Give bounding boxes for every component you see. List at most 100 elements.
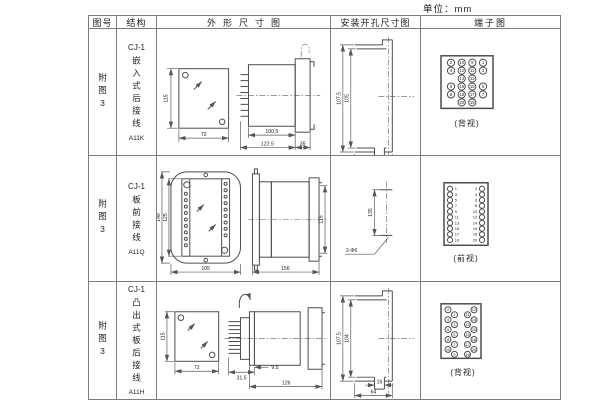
terminal-number: 9	[453, 353, 455, 357]
terminal-number: 16	[472, 328, 476, 332]
terminal-circle	[446, 58, 456, 67]
mounting-drawing-a11h: 107.5 104 16 64	[336, 287, 415, 399]
terminal-block-outline	[440, 303, 482, 360]
terminal-number: 7	[455, 203, 457, 208]
terminal-circle	[457, 58, 466, 67]
terminal-circle	[444, 306, 452, 314]
terminal-number: 1	[482, 60, 485, 65]
terminal-number: 15	[470, 84, 475, 89]
terminal-number: 6	[475, 198, 478, 203]
terminal-circle	[468, 66, 477, 75]
terminal-circle	[457, 90, 466, 99]
dim-label: 64	[371, 390, 377, 396]
outline-drawing-a11k: 115 72 100.5 122.5 35	[163, 44, 321, 151]
dim-label: 16	[377, 380, 383, 386]
terminal-circle	[478, 191, 486, 198]
terminal-circle	[478, 58, 488, 67]
hole-marks	[380, 181, 393, 244]
terminal-number: 10	[446, 348, 450, 352]
dim-label: 9.5	[271, 365, 278, 371]
terminal-circle	[446, 208, 454, 215]
terminal-number: 14	[459, 76, 464, 81]
terminal-number: 14	[472, 318, 476, 322]
view-caption: (背视)	[454, 118, 479, 128]
terminal-number: 20	[472, 348, 476, 352]
header-figure-no: 图号	[89, 16, 117, 29]
terminal-number: 8	[447, 338, 449, 342]
structure-cell-2: CJ-1 板前接线 A11Q	[117, 156, 157, 282]
terminal-number: 6	[450, 84, 453, 89]
terminal-number: 19	[470, 100, 475, 105]
mounting-drawing-cell-1: 107.5 105 16 (64)	[331, 29, 421, 156]
structure-cell-1: CJ-1 嵌入式后接线 A11K	[117, 29, 157, 156]
figure-no-cell-2: 附图3	[89, 156, 117, 282]
terminal-circle	[446, 219, 454, 226]
terminal-circle	[478, 197, 486, 204]
model-label: CJ-1	[128, 284, 145, 294]
terminal-circle	[451, 340, 458, 348]
terminal-circle	[444, 326, 452, 334]
terminal-number: 4	[475, 192, 478, 197]
terminal-circle	[478, 185, 486, 192]
dim-label: 104	[344, 334, 350, 343]
terminal-circle	[457, 74, 466, 83]
model-label: CJ-1	[128, 181, 145, 191]
dimensions: 107.5 105 16 (64)	[336, 44, 393, 155]
dim-label: 115	[319, 215, 325, 223]
terminal-circle	[464, 340, 471, 348]
terminal-circle	[478, 90, 488, 99]
figure-no-cell-3: 附图3	[89, 282, 117, 399]
terminal-number: 3	[455, 192, 458, 197]
terminal-dots	[183, 181, 228, 248]
terminal-number: 8	[475, 203, 478, 208]
cutout-outline	[354, 287, 415, 394]
terminal-number: 12	[472, 308, 476, 312]
view-caption: (背视)	[450, 367, 475, 377]
terminal-circle	[470, 316, 478, 324]
terminal-number: 10	[459, 60, 464, 65]
terminal-circle	[444, 345, 452, 353]
terminal-block-outline	[443, 182, 489, 247]
dim-label: 31.5	[236, 376, 246, 382]
view-caption: (前视)	[453, 253, 478, 263]
terminal-circle	[444, 336, 452, 343]
dim-label: 156	[281, 266, 290, 272]
terminal-circle	[451, 331, 458, 339]
terminal-circle	[446, 185, 454, 192]
dim-label: 125	[163, 213, 169, 222]
dim-label: 115	[163, 94, 169, 102]
terminal-number: 15	[455, 226, 460, 231]
dim-label: 122.5	[261, 142, 274, 148]
terminal-number: 4	[447, 318, 449, 322]
terminal-number: 20	[473, 237, 478, 242]
terminal-number: 16	[473, 226, 478, 231]
terminal-circle	[451, 311, 458, 319]
terminal-number: 5	[453, 333, 455, 337]
dim-label: 2-Φ6	[346, 248, 358, 254]
figure-no-label: 附图3	[97, 321, 108, 360]
terminal-circle	[446, 191, 454, 198]
mounting-drawing-a11q: 135 2-Φ6	[344, 181, 393, 255]
terminal-circle	[457, 98, 466, 107]
dimensions: 107.5 104 16 64	[336, 295, 394, 399]
terminal-number: 19	[465, 353, 469, 357]
outline-drawing-a11q: 149 125 105 156 115	[157, 168, 329, 276]
terminal-circle	[446, 225, 454, 232]
terminal-number: 2	[475, 186, 477, 191]
side-view	[248, 168, 329, 271]
terminal-number: 5	[482, 84, 485, 89]
terminal-circle	[478, 66, 488, 75]
terminal-circle	[446, 214, 454, 221]
terminal-circle	[470, 306, 478, 314]
terminal-circle	[468, 90, 477, 99]
outline-drawing-a11h: 115 72 31.5 9.5 126	[160, 292, 329, 390]
terminal-circle	[446, 197, 454, 204]
terminal-circle	[444, 316, 452, 324]
front-view	[174, 311, 220, 362]
terminal-circle	[478, 82, 488, 91]
